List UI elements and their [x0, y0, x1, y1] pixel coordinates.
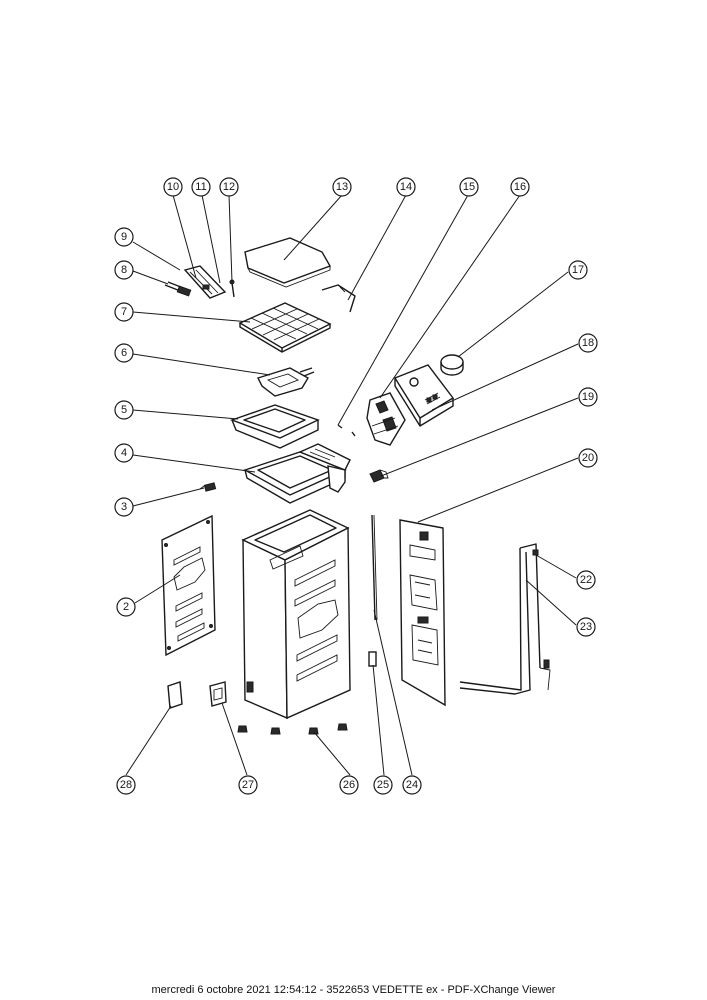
page-footer: mercredi 6 octobre 2021 12:54:12 - 35226…	[151, 984, 556, 996]
svg-text:4: 4	[121, 447, 127, 459]
callout-28: 28	[116, 775, 136, 795]
callout-10: 10	[163, 177, 183, 197]
svg-text:13: 13	[336, 181, 348, 193]
callout-17: 17	[568, 260, 588, 280]
part-cartridge	[368, 651, 377, 667]
callout-18: 18	[578, 333, 598, 353]
svg-text:23: 23	[580, 621, 592, 633]
svg-text:8: 8	[121, 264, 127, 276]
part-connector	[369, 469, 389, 483]
callout-2: 2	[116, 597, 136, 617]
part-electronic-module	[366, 392, 406, 446]
part-screw	[229, 279, 235, 298]
part-pipe	[459, 543, 551, 695]
part-control-panel	[393, 364, 455, 427]
callout-8: 8	[114, 260, 134, 280]
svg-text:12: 12	[223, 181, 235, 193]
part-small-tray	[257, 367, 315, 397]
callout-19: 19	[578, 387, 598, 407]
svg-text:27: 27	[242, 779, 254, 791]
callout-23: 23	[576, 617, 596, 637]
svg-text:6: 6	[121, 347, 127, 359]
svg-text:14: 14	[400, 181, 412, 193]
callout-20: 20	[578, 448, 598, 468]
part-basin	[229, 404, 320, 449]
svg-text:10: 10	[167, 181, 179, 193]
callout-25: 25	[373, 775, 393, 795]
callout-16: 16	[510, 177, 530, 197]
callout-22: 22	[576, 570, 596, 590]
svg-text:2: 2	[123, 601, 129, 613]
svg-text:24: 24	[406, 779, 418, 791]
callout-26: 26	[339, 775, 359, 795]
callout-5: 5	[114, 400, 134, 420]
part-grid-rack	[238, 302, 332, 353]
part-feet	[237, 723, 348, 735]
svg-text:19: 19	[582, 391, 594, 403]
svg-text:11: 11	[195, 181, 206, 193]
callout-13: 13	[332, 177, 352, 197]
svg-text:5: 5	[121, 404, 127, 416]
callout-6: 6	[114, 343, 134, 363]
svg-text:26: 26	[343, 779, 355, 791]
part-bracket	[209, 681, 227, 707]
callout-24: 24	[402, 775, 422, 795]
part-long-rod	[371, 514, 378, 621]
part-main-body	[241, 509, 351, 720]
callout-7: 7	[114, 302, 134, 322]
part-label-plate	[167, 681, 183, 709]
part-lid	[244, 237, 332, 288]
callout-3: 3	[114, 497, 134, 517]
part-clip	[199, 482, 217, 492]
svg-text:28: 28	[120, 779, 132, 791]
svg-text:3: 3	[121, 501, 127, 513]
svg-text:17: 17	[572, 264, 584, 276]
part-side-panel	[161, 514, 216, 657]
callout-9: 9	[114, 227, 134, 247]
svg-text:25: 25	[377, 779, 389, 791]
part-grip	[183, 265, 227, 299]
leader-lines	[125, 194, 579, 776]
part-handle-rod	[164, 281, 192, 297]
svg-text:18: 18	[582, 337, 594, 349]
callout-11: 11	[191, 177, 211, 197]
part-knob	[440, 354, 464, 376]
part-wire-bracket	[321, 284, 356, 313]
svg-text:9: 9	[121, 231, 127, 243]
svg-text:15: 15	[463, 181, 475, 193]
svg-text:7: 7	[121, 306, 127, 318]
part-top-frame	[243, 443, 351, 504]
callout-27: 27	[238, 775, 258, 795]
svg-text:20: 20	[582, 452, 594, 464]
svg-text:16: 16	[514, 181, 526, 193]
callout-15: 15	[459, 177, 479, 197]
part-small-clips	[337, 424, 356, 437]
callout-4: 4	[114, 443, 134, 463]
callout-12: 12	[219, 177, 239, 197]
callout-14: 14	[396, 177, 416, 197]
svg-text:22: 22	[580, 574, 592, 586]
part-back-panel	[399, 519, 446, 707]
